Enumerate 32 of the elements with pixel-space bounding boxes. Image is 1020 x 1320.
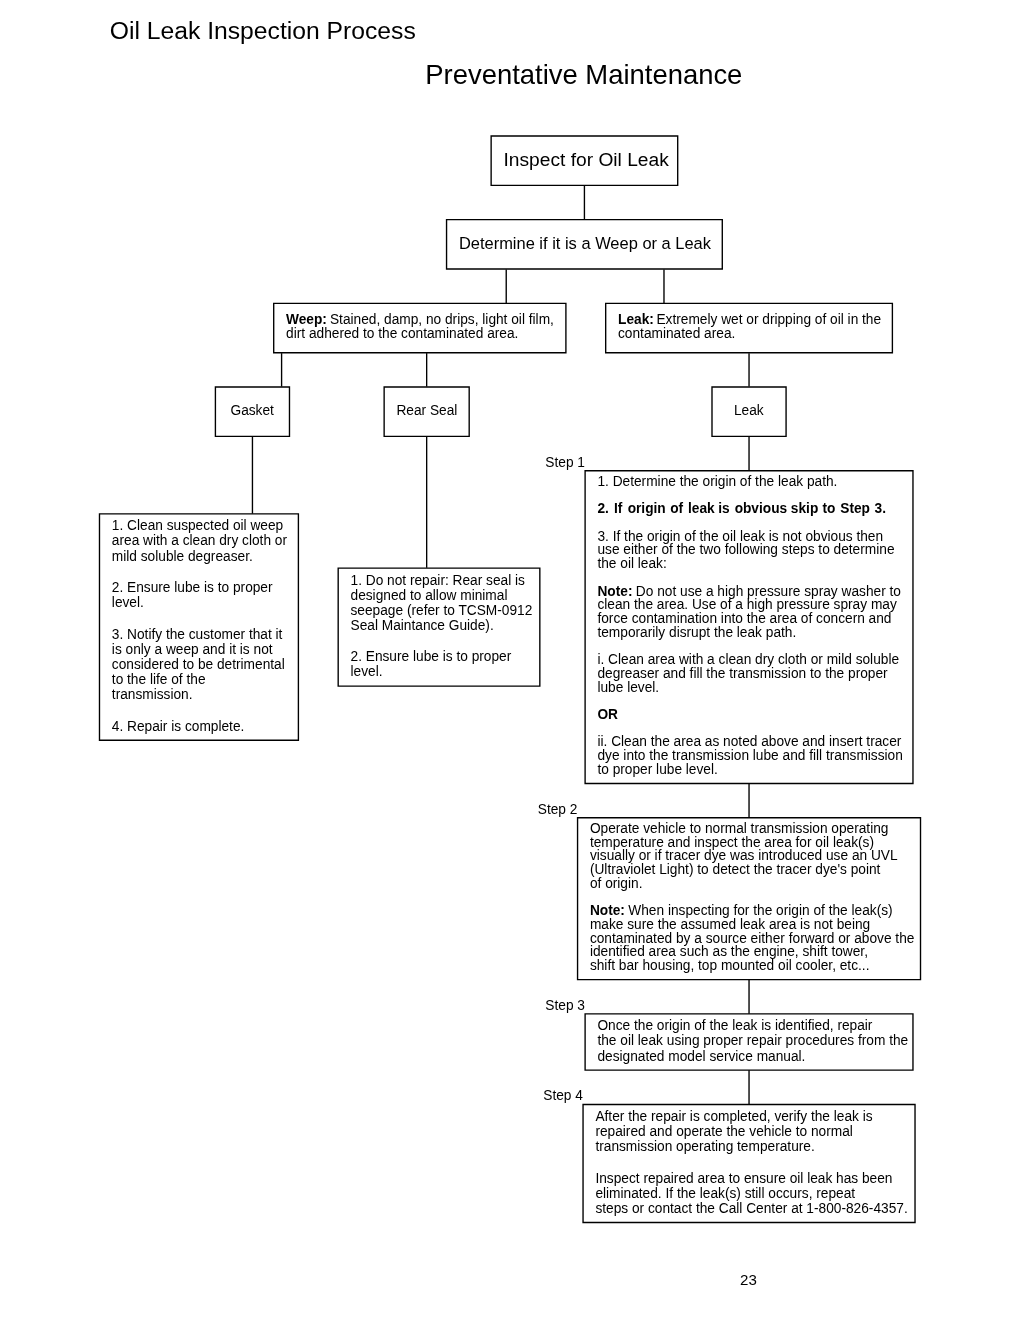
connector xyxy=(663,268,665,304)
node-box: After the repair is completed, verify the leak is repaired and operate the vehicle to normal transmission operating temperature. Inspect repaired area to ensure oil leak has been eliminated. If the leak(s) still occurs, repeat steps or contact the Call Center at 1-800-826-4357. xyxy=(582,1103,916,1224)
label: Preventative Maintenance xyxy=(425,58,743,90)
node-box: Determine if it is a Weep or a Leak xyxy=(445,218,723,270)
node-box: 1. Determine the origin of the leak path. 2. If origin of leak is obvious skip to Step 3. 3. If the origin of the oil leak is not obvious then use either of the two following steps to determine the oil leak: Note: Do not use a high pressure spray washer to clean the area. Use of a high pressure spray may force contamination into the area of concern and temporarily disrupt the leak path. i. Clean area with a clean dry cloth or mild soluble degreaser and fill the transmission to the proper lube level. OR ii. Clean the area as noted above and insert tracer dye into the transmission lube and fill transmission to proper lube level. xyxy=(584,470,914,785)
connector xyxy=(425,435,428,569)
node-box: Leak xyxy=(711,386,787,438)
node-label: Step 2 xyxy=(537,801,578,817)
label: 23 xyxy=(740,1271,757,1289)
node-label: Step 1 xyxy=(545,454,585,470)
node-box: Weep: Stained, damp, no drips, light oil film, dirt adhered to the contaminated area. xyxy=(273,302,567,354)
node-box: Gasket xyxy=(214,386,291,438)
connector xyxy=(280,352,283,388)
node-box: Once the origin of the leak is identified, repair the oil leak using proper repair procedures from the designated model service manual. xyxy=(584,1013,914,1071)
connector xyxy=(583,185,586,220)
connector xyxy=(748,352,750,388)
node-box: Rear Seal xyxy=(383,386,470,438)
connector xyxy=(505,268,507,304)
node-box: Leak: Extremely wet or dripping of oil in the contaminated area. xyxy=(605,302,894,354)
node-label: Step 4 xyxy=(543,1088,583,1104)
node-box: 1. Clean suspected oil weep area with a clean dry cloth or mild soluble degreaser. 2. Ensure lube is to proper level. 3. Notify the customer that it is only a weep and it is not considered to be detrimental to the life of the transmission. 4. Repair is complete. xyxy=(98,513,300,741)
node-box: Inspect for Oil Leak xyxy=(490,135,679,187)
connector xyxy=(748,782,750,818)
node-label: Step 3 xyxy=(545,997,585,1013)
connector xyxy=(251,435,254,515)
connector xyxy=(748,1069,750,1105)
node-box: 1. Do not repair: Rear seal is designed to allow minimal seepage (refer to TCSM-0912 Seal Maintance Guide). 2. Ensure lube is to proper level. xyxy=(337,567,541,687)
connector xyxy=(748,435,750,472)
connector xyxy=(425,352,428,388)
node-box: Operate vehicle to normal transmission operating temperature and inspect the area for oil leak(s) visually or if tracer dye was introduced use an UVL (Ultraviolet Light) to detect the tracer dye's point of origin. Note: When inspecting for the origin of the leak(s) make sure the assumed leak area is not being contaminated by a source either forward or above the identified area such as the engine, shift tower, shift bar housing, top mounted oil cooler, etc... xyxy=(576,817,922,981)
connector xyxy=(748,979,750,1015)
diagram-title: Oil Leak Inspection Process xyxy=(109,17,416,45)
